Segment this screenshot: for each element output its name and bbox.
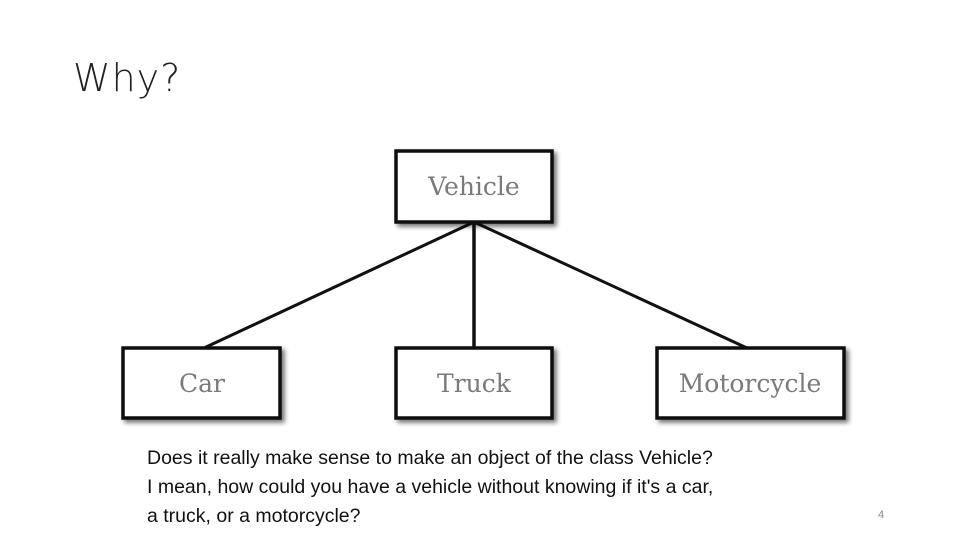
node-motorcycle: Motorcycle <box>655 346 846 420</box>
node-truck: Truck <box>394 346 554 420</box>
edge-vehicle-motorcycle <box>473 220 748 350</box>
node-motorcycle-label: Motorcycle <box>679 369 822 398</box>
body-line: I mean, how could you have a vehicle wit… <box>147 476 714 498</box>
body-text: Does it really make sense to make an obj… <box>147 444 827 531</box>
edge-vehicle-car <box>203 220 475 350</box>
node-truck-label: Truck <box>437 369 512 398</box>
slide-title: Why? <box>73 56 182 100</box>
node-vehicle-label: Vehicle <box>427 172 519 201</box>
node-car-box <box>121 346 282 420</box>
page-number: 4 <box>878 509 885 521</box>
node-truck-box <box>394 346 554 420</box>
node-vehicle: Vehicle <box>394 149 554 224</box>
node-motorcycle-box <box>655 346 846 420</box>
node-vehicle-box <box>394 149 554 224</box>
body-line: a truck, or a motorcycle? <box>147 505 361 527</box>
node-car-label: Car <box>179 369 225 398</box>
diagram-edges <box>203 220 748 350</box>
node-car: Car <box>121 346 282 420</box>
body-line: Does it really make sense to make an obj… <box>147 447 713 469</box>
